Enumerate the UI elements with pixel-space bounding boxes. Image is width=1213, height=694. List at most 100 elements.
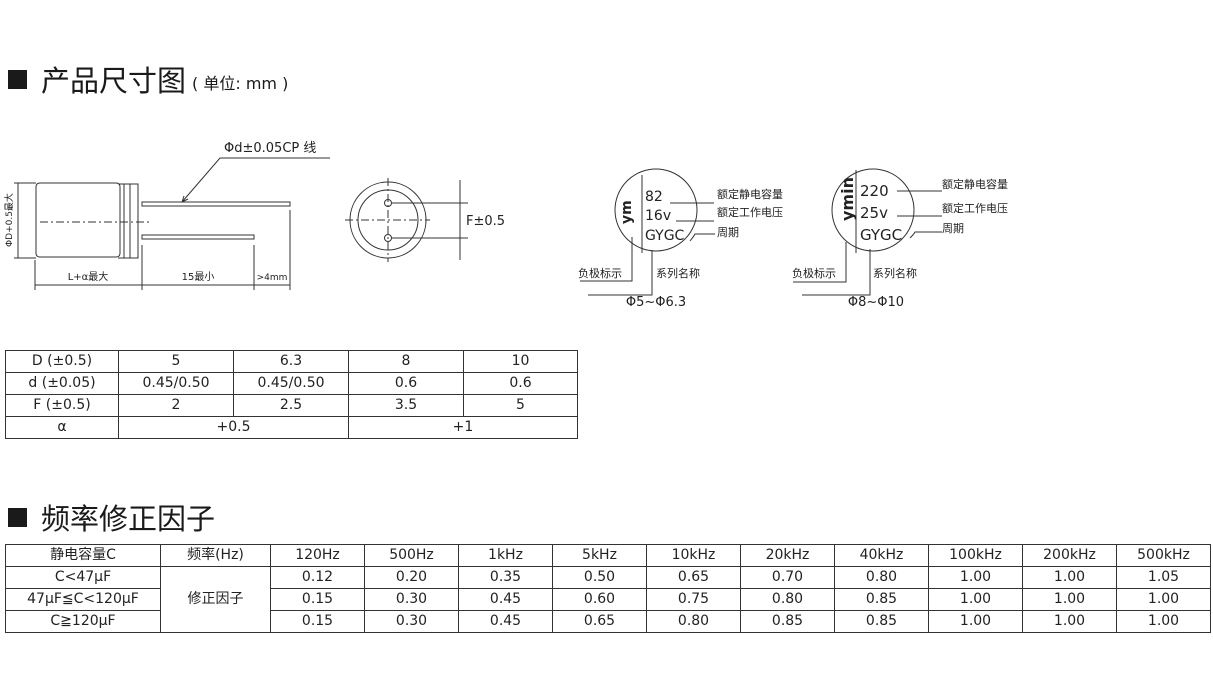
table-cell: C≧120μF (5, 610, 161, 633)
section-title-frequency: 频率修正因子 (8, 496, 215, 538)
voltage-value: 16v (645, 208, 671, 224)
table-cell: +1 (348, 416, 578, 439)
series-name-label: 系列名称 (656, 266, 700, 280)
table-cell: 1.00 (1116, 610, 1211, 633)
brand-logo: ym (619, 200, 635, 224)
negative-label: 负极标示 (792, 266, 836, 280)
header-cell: 5kHz (552, 544, 647, 567)
series-value: GYGC (860, 226, 902, 244)
table-cell: 2 (118, 394, 234, 417)
header-cell: 500Hz (364, 544, 459, 567)
period-label: 周期 (942, 222, 964, 235)
square-bullet-icon (8, 507, 27, 527)
table-cell: 0.45 (458, 588, 553, 611)
size-label: Φ5~Φ6.3 (626, 295, 686, 310)
table-cell: 0.35 (458, 566, 553, 589)
table-cell: d (±0.05) (5, 372, 119, 395)
pitch-label: F±0.5 (466, 214, 505, 229)
table-cell: 0.45/0.50 (118, 372, 234, 395)
header-cell: 1kHz (458, 544, 553, 567)
table-cell: 0.20 (364, 566, 459, 589)
table-cell: 10 (463, 350, 578, 373)
table-cell: 5 (463, 394, 578, 417)
period-label: 周期 (717, 226, 739, 239)
factor-label: 修正因子 (160, 566, 271, 633)
table-cell: 1.00 (1116, 588, 1211, 611)
dimension-diagram: Φd±0.05CP 线 ΦD+0.5最大 L+α最大 15最小 >4mm F±0… (3, 141, 1008, 310)
table-cell: 5 (118, 350, 234, 373)
table-cell: 0.60 (552, 588, 647, 611)
section-title-dimensions: 产品尺寸图( 单位: mm ) (8, 58, 288, 100)
extra-label: >4mm (257, 273, 288, 283)
table-cell: 0.85 (834, 588, 929, 611)
table-cell: 8 (348, 350, 464, 373)
series-name-label: 系列名称 (873, 266, 917, 280)
header-cell: 500kHz (1116, 544, 1211, 567)
header-cell: 40kHz (834, 544, 929, 567)
table-cell: 1.00 (928, 610, 1023, 633)
lead-length-label: 15最小 (182, 271, 215, 283)
rated-voltage-label: 额定工作电压 (717, 205, 783, 219)
unit-label: ( 单位: mm ) (192, 74, 289, 93)
table-cell: 0.85 (740, 610, 835, 633)
series-value: GYGC (645, 228, 685, 244)
capacitance-value: 82 (645, 189, 663, 205)
table-cell: D (±0.5) (5, 350, 119, 373)
table-cell: 1.00 (1022, 566, 1117, 589)
diameter-label: ΦD+0.5最大 (3, 193, 15, 247)
table-cell: 0.30 (364, 588, 459, 611)
table-cell: 47μF≦C<120μF (5, 588, 161, 611)
rated-capacitance-label: 额定静电容量 (942, 177, 1008, 191)
lead-label: Φd±0.05CP 线 (224, 141, 316, 156)
table-cell: 6.3 (233, 350, 349, 373)
header-cell: 频率(Hz) (160, 544, 271, 567)
table-cell: 2.5 (233, 394, 349, 417)
voltage-value: 25v (860, 204, 888, 222)
title-text: 频率修正因子 (41, 502, 216, 536)
table-cell: 1.05 (1116, 566, 1211, 589)
table-row: α+0.5+1 (5, 416, 578, 439)
short-lead (141, 234, 255, 240)
length-label: L+α最大 (68, 270, 109, 283)
table-cell: 0.85 (834, 610, 929, 633)
table-cell: 1.00 (928, 566, 1023, 589)
capacitance-value: 220 (860, 182, 889, 200)
table-cell: 0.30 (364, 610, 459, 633)
table-cell: 1.00 (1022, 610, 1117, 633)
table-cell: 0.65 (646, 566, 741, 589)
header-cell: 10kHz (646, 544, 741, 567)
table-cell: α (5, 416, 119, 439)
header-cell: 静电容量C (5, 544, 161, 567)
square-bullet-icon (8, 69, 27, 89)
header-cell: 100kHz (928, 544, 1023, 567)
brand-logo: ymin (838, 177, 857, 221)
table-cell: 3.5 (348, 394, 464, 417)
table-cell: 0.15 (270, 610, 365, 633)
table-cell: 0.12 (270, 566, 365, 589)
table-cell: 1.00 (1022, 588, 1117, 611)
table-cell: C<47μF (5, 566, 161, 589)
size-label: Φ8~Φ10 (848, 295, 904, 310)
table-cell: 0.45/0.50 (233, 372, 349, 395)
header-cell: 20kHz (740, 544, 835, 567)
table-cell: F (±0.5) (5, 394, 119, 417)
table-cell: 0.65 (552, 610, 647, 633)
table-cell: 0.6 (348, 372, 464, 395)
header-cell: 120Hz (270, 544, 365, 567)
table-cell: 0.80 (646, 610, 741, 633)
table-cell: 0.15 (270, 588, 365, 611)
header-cell: 200kHz (1022, 544, 1117, 567)
rated-capacitance-label: 额定静电容量 (717, 187, 783, 201)
table-cell: 0.50 (552, 566, 647, 589)
long-lead (141, 201, 291, 207)
table-cell: 0.70 (740, 566, 835, 589)
